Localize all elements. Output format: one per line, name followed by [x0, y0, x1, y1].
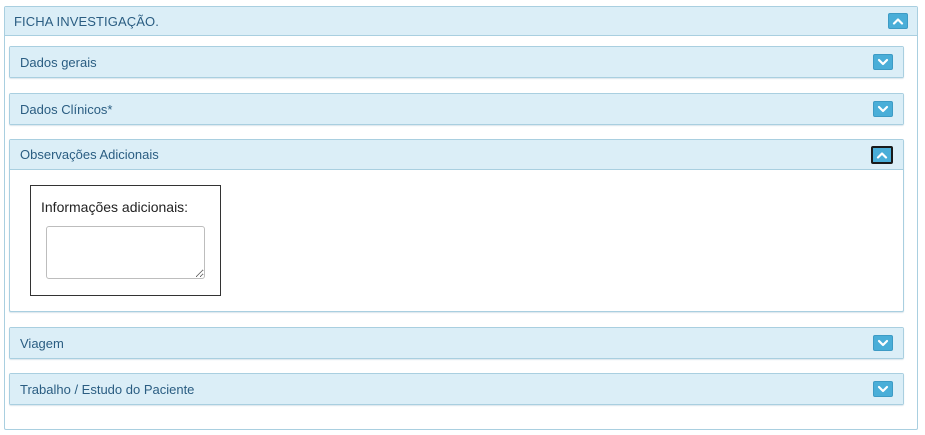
expand-button-dados-clinicos[interactable]	[873, 101, 893, 117]
section-header-dados-gerais[interactable]: Dados gerais	[10, 47, 903, 77]
section-title-dados-clinicos: Dados Clínicos*	[20, 101, 113, 117]
panel-header: FICHA INVESTIGAÇÃO.	[5, 7, 917, 36]
chevron-down-icon	[877, 339, 889, 347]
section-title-dados-gerais: Dados gerais	[20, 54, 97, 70]
panel-title: FICHA INVESTIGAÇÃO.	[14, 13, 159, 29]
informacoes-adicionais-input[interactable]	[46, 226, 205, 279]
section-body-observacoes-adicionais: Informações adicionais:	[10, 170, 903, 310]
section-header-viagem[interactable]: Viagem	[10, 328, 903, 358]
chevron-up-icon	[876, 151, 888, 159]
section-observacoes-adicionais: Observações Adicionais Informações adici…	[9, 139, 904, 312]
chevron-down-icon	[877, 105, 889, 113]
section-trabalho-estudo: Trabalho / Estudo do Paciente	[9, 373, 904, 405]
section-title-observacoes-adicionais: Observações Adicionais	[20, 147, 159, 162]
panel-collapse-button[interactable]	[888, 13, 908, 29]
expand-button-dados-gerais[interactable]	[873, 54, 893, 70]
section-viagem: Viagem	[9, 327, 904, 359]
chevron-down-icon	[877, 385, 889, 393]
expand-button-trabalho-estudo[interactable]	[873, 381, 893, 397]
section-header-observacoes-adicionais[interactable]: Observações Adicionais	[10, 140, 903, 170]
expand-button-viagem[interactable]	[873, 335, 893, 351]
section-title-trabalho-estudo: Trabalho / Estudo do Paciente	[20, 381, 195, 397]
chevron-up-icon	[892, 18, 904, 25]
section-header-trabalho-estudo[interactable]: Trabalho / Estudo do Paciente	[10, 374, 903, 404]
chevron-down-icon	[877, 58, 889, 66]
informacoes-adicionais-box: Informações adicionais:	[30, 185, 221, 296]
section-dados-gerais: Dados gerais	[9, 46, 904, 78]
section-dados-clinicos: Dados Clínicos*	[9, 93, 904, 125]
informacoes-adicionais-label: Informações adicionais:	[41, 199, 189, 215]
section-title-viagem: Viagem	[20, 335, 64, 351]
collapse-button-observacoes-adicionais[interactable]	[871, 145, 893, 164]
section-header-dados-clinicos[interactable]: Dados Clínicos*	[10, 94, 903, 124]
